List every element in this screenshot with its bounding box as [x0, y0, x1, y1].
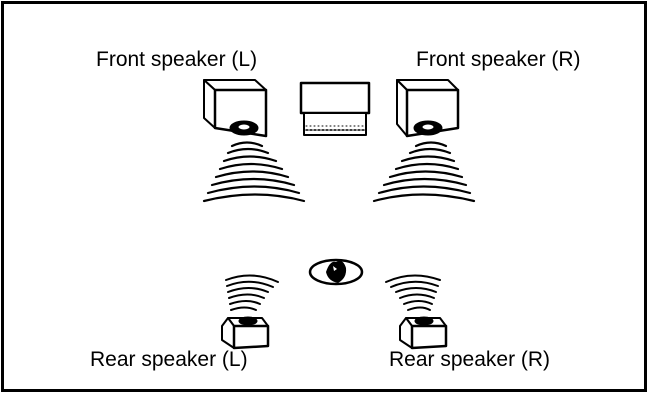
rear-speaker-right-icon — [400, 317, 446, 348]
front-left-sound-waves-icon — [204, 143, 304, 202]
front-speaker-left-icon — [204, 80, 266, 136]
rear-right-sound-waves-icon — [386, 275, 440, 310]
center-speaker-icon — [301, 83, 369, 135]
rear-speaker-left-icon — [222, 317, 268, 348]
rear-left-sound-waves-icon — [226, 275, 278, 310]
front-speaker-right-icon — [397, 80, 458, 136]
listener-icon — [310, 260, 362, 284]
front-right-sound-waves-icon — [374, 143, 474, 202]
